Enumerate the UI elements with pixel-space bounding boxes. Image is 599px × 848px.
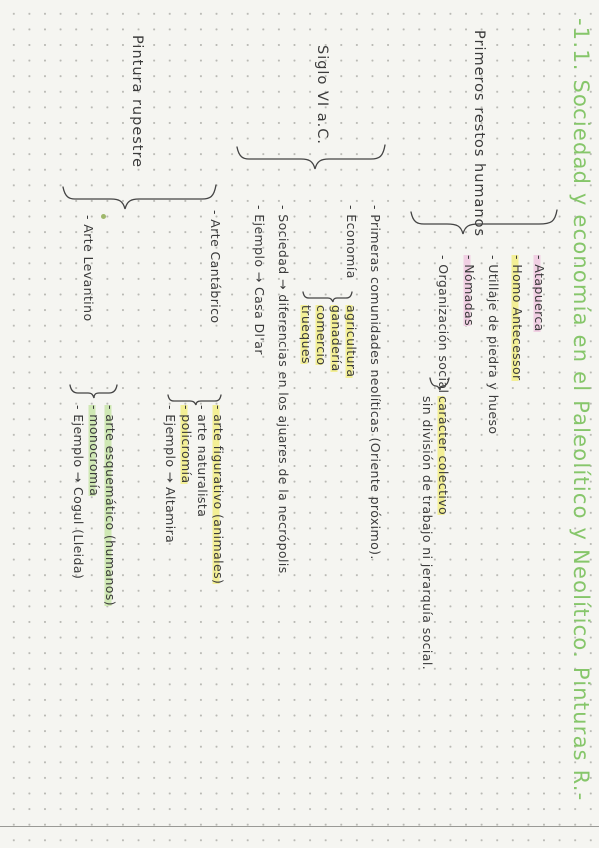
brace-pintura xyxy=(62,184,217,210)
brace-primeros xyxy=(410,209,558,235)
brace-levantino xyxy=(69,384,118,399)
brace-organizacion xyxy=(429,377,450,391)
pen-mark xyxy=(101,214,106,219)
brace-cantabrico xyxy=(167,394,222,406)
brace-siglo xyxy=(236,144,386,170)
page-bottom-rule xyxy=(0,826,599,827)
brace-economia xyxy=(302,291,353,303)
